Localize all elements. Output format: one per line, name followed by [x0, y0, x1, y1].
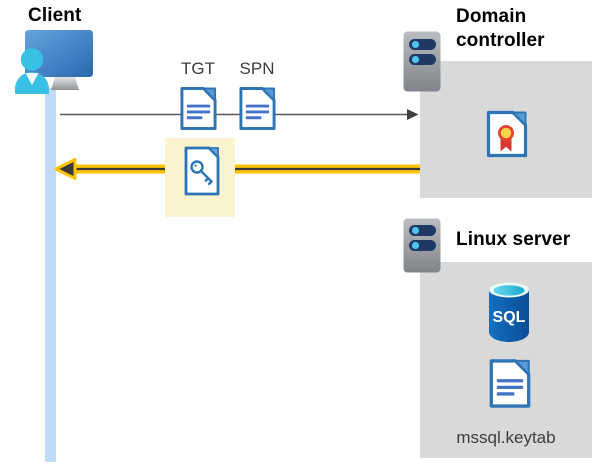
linux-server-label: Linux server — [456, 229, 571, 250]
linux-server-icon — [403, 218, 441, 273]
client-label: Client — [28, 5, 82, 26]
keytab-file-label: mssql.keytab — [456, 428, 556, 447]
person-icon — [15, 48, 49, 94]
tgt-document-icon — [180, 87, 217, 130]
sql-database-icon: SQL — [489, 282, 529, 342]
sql-badge-text: SQL — [493, 309, 526, 326]
key-document-icon — [184, 146, 220, 196]
monitor-icon — [25, 30, 93, 77]
domain-controller-server-icon — [403, 31, 441, 92]
spn-label: SPN — [239, 59, 275, 78]
request-arrow — [60, 109, 419, 120]
domain-controller-label: Domain controller — [456, 6, 545, 51]
tgt-label: TGT — [181, 59, 215, 78]
user-workstation-icon — [15, 30, 93, 94]
key-icon — [190, 160, 213, 186]
keytab-document-icon — [489, 359, 531, 408]
certificate-icon — [486, 110, 528, 158]
spn-document-icon — [239, 87, 276, 130]
client-lifeline — [45, 88, 56, 462]
ticket-arrow — [54, 158, 420, 180]
monitor-stand — [51, 77, 79, 90]
